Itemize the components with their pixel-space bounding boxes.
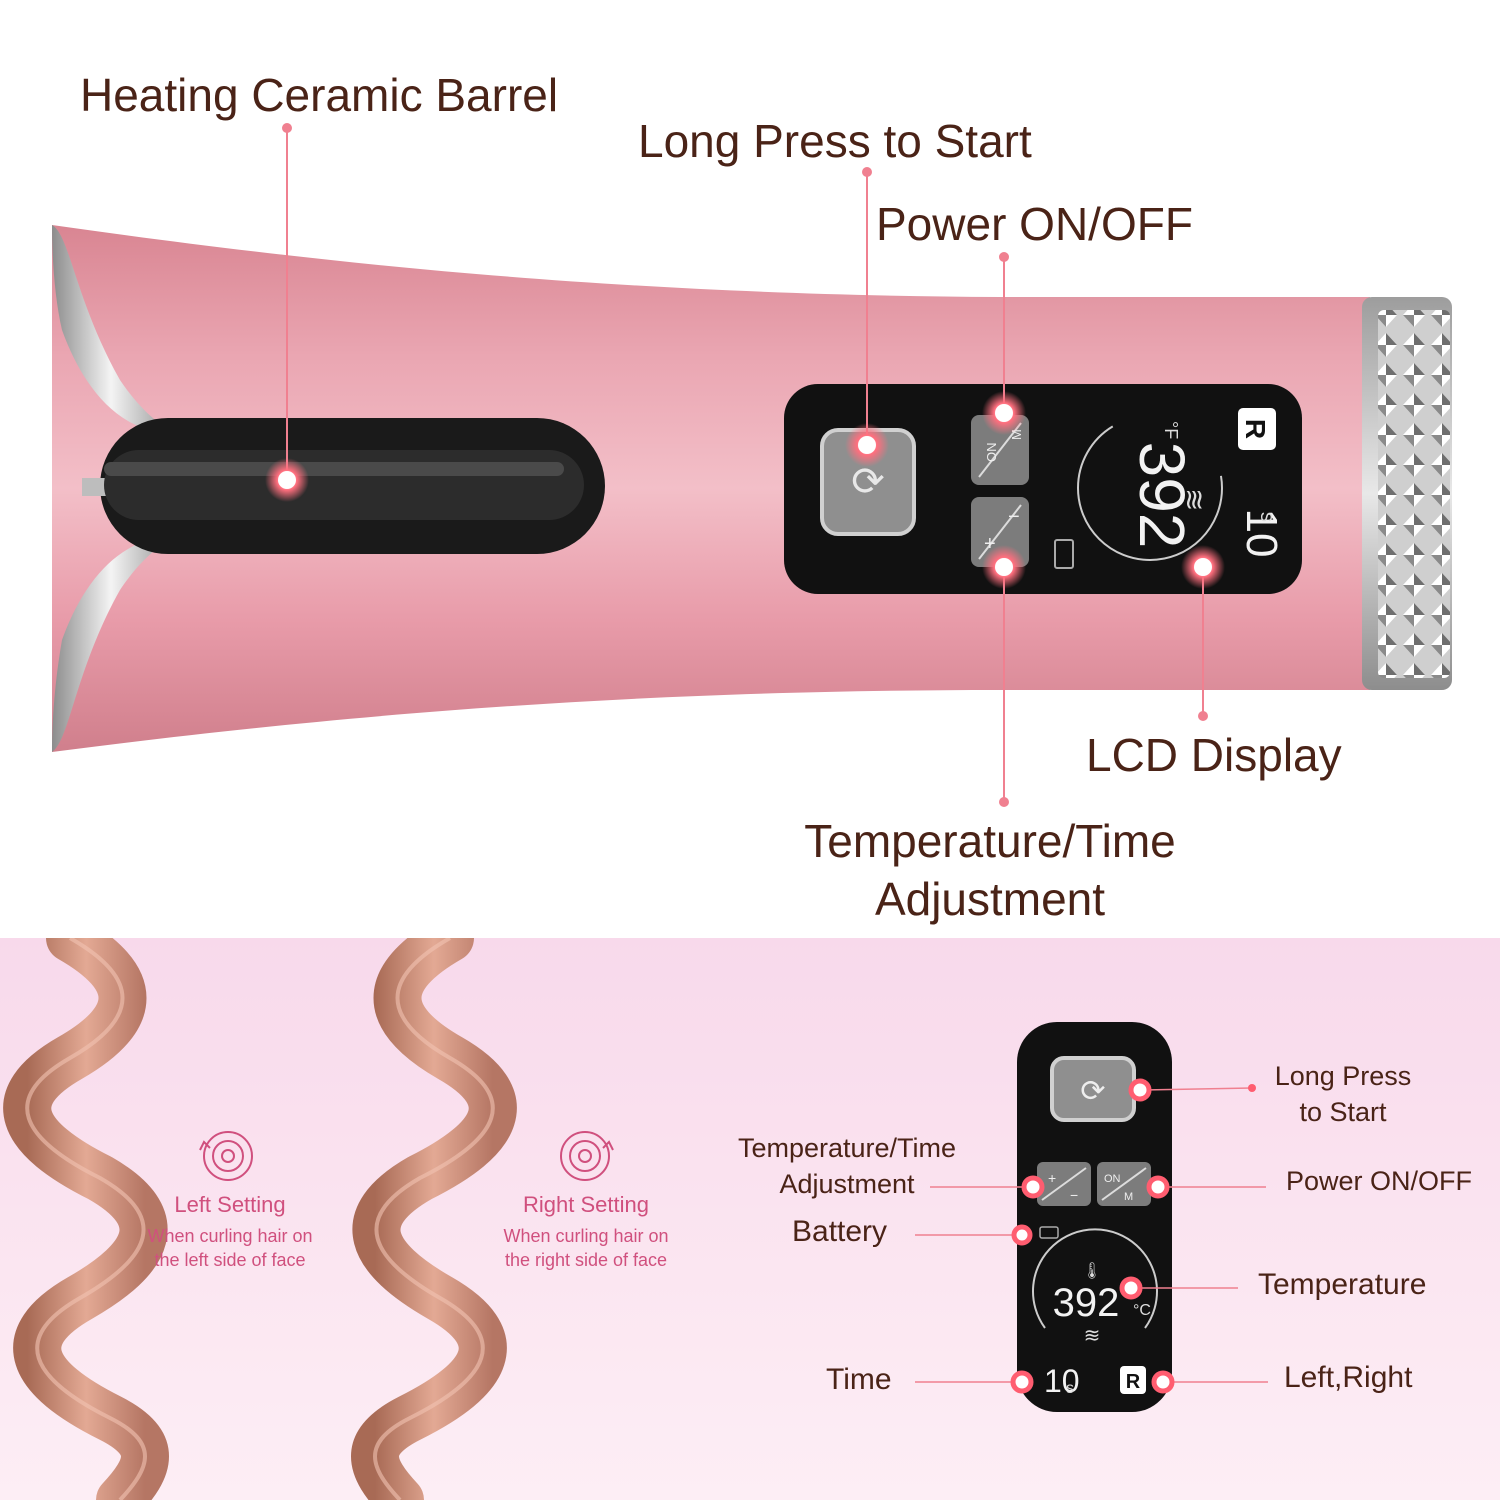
lcd-temp-unit: °F xyxy=(1161,421,1181,439)
label-long-press-start: Long Press to Start xyxy=(638,115,1032,167)
label-temp-time-adjustment: Temperature/Time Adjustment xyxy=(780,812,1200,928)
callout-lines xyxy=(286,130,1204,800)
curler-illustration: ⟳ ON M + − 392 °F ≋ R 10 s xyxy=(52,123,1452,807)
lcd-temperature: 392 xyxy=(1126,442,1198,549)
svg-text:M: M xyxy=(1124,1191,1133,1203)
battery-icon xyxy=(1054,539,1074,569)
curls-illustration: ⟳ + − ON M 🌡 392 °C ≋ 10 s R xyxy=(3,938,1268,1500)
chrome-rim-bottom xyxy=(52,540,170,752)
panel-label-adjustment: Temperature/Time Adjustment xyxy=(722,1130,972,1202)
left-spiral-icon xyxy=(199,1131,253,1181)
heating-ceramic-barrel xyxy=(104,450,584,520)
panel-hotspots xyxy=(1010,1078,1256,1394)
left-desc-line2: the left side of face xyxy=(154,1250,306,1270)
left-setting-desc: When curling hair on the left side of fa… xyxy=(130,1224,330,1272)
callout-hotspots xyxy=(265,391,1225,589)
right-setting-block: Right Setting When curling hair on the r… xyxy=(486,1192,686,1272)
svg-text:≋: ≋ xyxy=(1084,1325,1101,1347)
left-desc-line1: When curling hair on xyxy=(147,1226,313,1246)
heat-icon: ≋ xyxy=(1179,488,1210,511)
right-setting-title: Right Setting xyxy=(523,1192,649,1217)
panel-label-temperature: Temperature xyxy=(1258,1268,1427,1301)
right-desc-line2: the right side of face xyxy=(504,1250,668,1270)
left-setting-block: Left Setting When curling hair on the le… xyxy=(130,1192,330,1272)
panel-lcd-time-unit: s xyxy=(1066,1380,1074,1397)
panel-lcd-temp-unit: °C xyxy=(1133,1302,1151,1319)
panel-adjust-line1: Temperature/Time xyxy=(737,1133,957,1163)
panel-label-power: Power ON/OFF xyxy=(1286,1166,1473,1196)
label-heating-ceramic-barrel: Heating Ceramic Barrel xyxy=(80,69,559,121)
panel-label-battery: Battery xyxy=(792,1215,888,1248)
control-panel xyxy=(784,384,1302,594)
panel-battery-icon xyxy=(1039,1226,1059,1239)
panel-lcd-mode: R xyxy=(1126,1371,1141,1393)
bottom-section xyxy=(0,938,1500,1500)
right-curl xyxy=(351,938,517,1500)
svg-text:ON: ON xyxy=(1104,1173,1121,1185)
lcd-time-unit: s xyxy=(1256,512,1278,522)
chrome-rim-top xyxy=(52,225,170,430)
svg-text:+: + xyxy=(1048,1170,1056,1186)
svg-text:−: − xyxy=(1070,1187,1078,1203)
svg-text:🌡: 🌡 xyxy=(1082,1262,1102,1280)
lcd-time: 10 xyxy=(1237,509,1286,558)
callout-end-dots xyxy=(282,123,1208,807)
power-button-m: M xyxy=(1009,429,1024,440)
mode-r-box xyxy=(1238,408,1276,450)
svg-text:⟳: ⟳ xyxy=(1080,1075,1105,1108)
panel-adjust-line2: Adjustment xyxy=(779,1169,915,1199)
label-adjust-line2: Adjustment xyxy=(874,873,1106,925)
panel-start-line1: Long Press xyxy=(1274,1061,1412,1091)
left-curl xyxy=(3,938,169,1500)
lcd-mode: R xyxy=(1240,419,1271,439)
label-power-on-off: Power ON/OFF xyxy=(876,198,1193,250)
left-setting-title: Left Setting xyxy=(174,1192,286,1217)
label-adjust-line1: Temperature/Time xyxy=(804,815,1176,867)
svg-text:+: + xyxy=(984,533,996,555)
panel-label-long-press: Long Press to Start xyxy=(1258,1058,1428,1130)
panel-lcd-temperature: 392 xyxy=(1053,1281,1120,1325)
rotate-icon: ⟳ xyxy=(851,460,885,504)
panel-label-left-right: Left,Right xyxy=(1284,1361,1413,1394)
lcd-ring xyxy=(1077,415,1223,561)
panel-start-line2: to Start xyxy=(1299,1097,1387,1127)
panel-body xyxy=(1017,1022,1172,1412)
curler-body xyxy=(52,225,1370,752)
panel-label-time: Time xyxy=(826,1363,892,1396)
panel-mode-box xyxy=(1120,1366,1146,1394)
right-spiral-icon xyxy=(560,1131,614,1181)
power-button-on: ON xyxy=(984,443,999,463)
svg-text:−: − xyxy=(1008,506,1020,528)
panel-lcd-ring xyxy=(1032,1228,1158,1329)
right-setting-desc: When curling hair on the right side of f… xyxy=(486,1224,686,1272)
label-lcd-display: LCD Display xyxy=(1086,729,1342,781)
panel-lcd-time: 10 xyxy=(1044,1363,1080,1399)
panel-callout-lines xyxy=(915,1087,1268,1383)
right-desc-line1: When curling hair on xyxy=(503,1226,669,1246)
